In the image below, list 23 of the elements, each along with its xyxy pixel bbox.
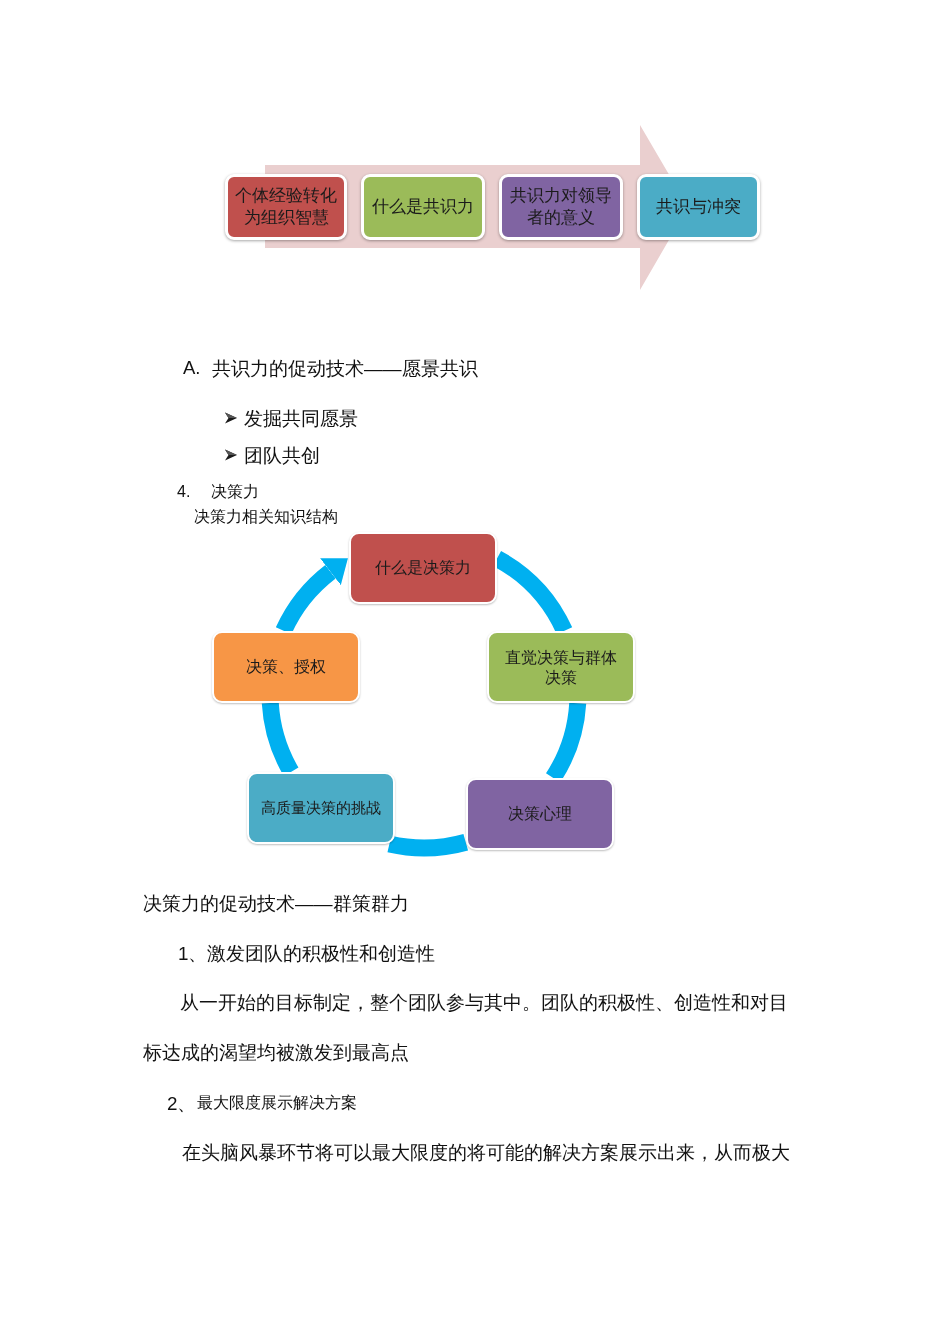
section-heading: 决策力	[211, 481, 259, 503]
numbered-heading: 最大限度展示解决方案	[197, 1092, 357, 1114]
list-number: 2、	[167, 1091, 197, 1116]
process-step-box: 个体经验转化为组织智慧	[225, 174, 347, 240]
process-step-box: 共识力对领导者的意义	[499, 174, 623, 240]
section-heading: 共识力的促动技术——愿景共识	[212, 356, 478, 381]
bullet-text: 发掘共同愿景	[244, 406, 358, 431]
cycle-arc	[388, 833, 468, 857]
diagram-caption: 决策力相关知识结构	[194, 506, 338, 528]
cycle-step-box: 决策、授权	[212, 631, 360, 703]
cycle-step-box: 决策心理	[466, 778, 614, 850]
list-letter: A.	[183, 355, 201, 380]
body-text: 在头脑风暴环节将可以最大限度的将可能的解决方案展示出来，从而极大	[182, 1141, 790, 1166]
numbered-heading: 1、激发团队的积极性和创造性	[178, 941, 436, 966]
process-step-box: 什么是共识力	[361, 174, 485, 240]
cycle-step-box: 高质量决策的挑战	[247, 772, 395, 844]
process-step-box: 共识与冲突	[637, 174, 760, 240]
list-number: 4.	[177, 481, 191, 503]
section-heading: 决策力的促动技术——群策群力	[143, 891, 409, 916]
body-paragraph: 从一开始的目标制定，整个团队参与其中。团队的积极性、创造性和对目标达成的渴望均被激发到最高点	[143, 991, 789, 1065]
cycle-step-box: 直觉决策与群体决策	[487, 631, 635, 703]
cycle-step-box: 什么是决策力	[349, 532, 497, 604]
bullet-text: 团队共创	[244, 443, 320, 468]
